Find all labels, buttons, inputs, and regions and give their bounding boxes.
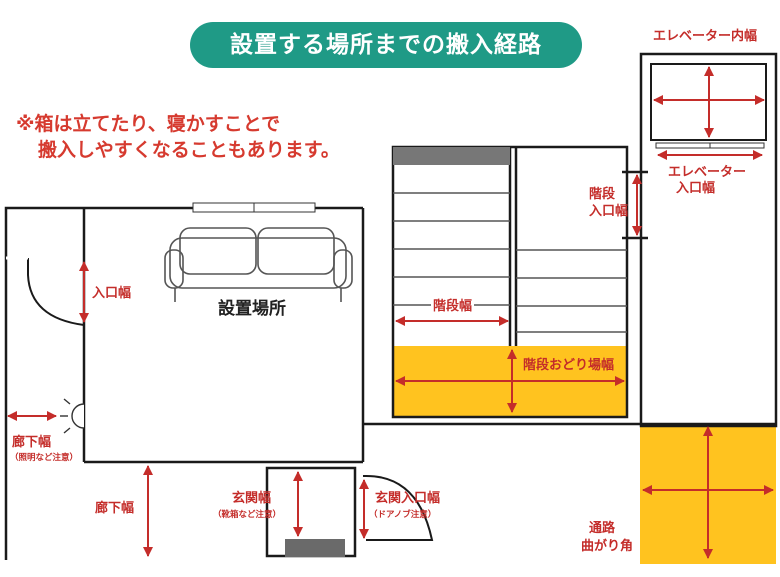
genkan-width-label: 玄関幅: [232, 491, 272, 506]
room-door-swing: [27, 258, 85, 326]
sofa-icon: [164, 227, 353, 302]
elevator-entrance-label-2: 入口幅: [676, 181, 716, 196]
note-line-1: ※箱は立てたり、寝かすことで: [16, 113, 281, 135]
stair-entrance-label-1: 階段: [589, 187, 616, 202]
stair-width-label: 階段幅: [431, 299, 475, 315]
elevator-interior-label: エレベーター内幅: [653, 29, 758, 44]
genkan-entrance-label: 玄関入口幅: [375, 491, 441, 506]
stair-top-step: [393, 147, 510, 165]
corner-label-1: 通路: [589, 521, 616, 536]
shoe-cabinet-icon: [285, 539, 345, 557]
hallway-width-label-1: 廊下幅: [12, 435, 52, 450]
walls: [4, 52, 778, 560]
house-outer-wall: [4, 206, 84, 560]
hallway-width-label-2: 廊下幅: [95, 501, 135, 516]
corner-label-2: 曲がり角: [581, 539, 634, 554]
install-place-label: 設置場所: [218, 299, 286, 319]
light-icon: [60, 398, 85, 434]
hallway-width-sub-label: （照明など注意）: [10, 453, 79, 463]
stair-entrance-label-2: 入口幅: [589, 204, 629, 219]
stair-entrance-markers: [622, 170, 648, 240]
dimension-arrows: [7, 66, 774, 559]
page-title: 設置する場所までの搬入経路: [190, 22, 582, 68]
elevator-entrance-label-1: エレベーター: [668, 165, 747, 180]
genkan-door-swing: [362, 474, 434, 541]
genkan-width-sub-label: （靴箱など注意）: [213, 510, 282, 520]
genkan-entrance-sub-label: （ドアノブ注意）: [369, 510, 437, 520]
landing-width-label: 階段おどり場幅: [521, 358, 617, 374]
note-line-2: 搬入しやすくなることもあります。: [38, 139, 340, 161]
room-entrance-label: 入口幅: [92, 286, 132, 301]
elevator-car: [650, 63, 767, 141]
